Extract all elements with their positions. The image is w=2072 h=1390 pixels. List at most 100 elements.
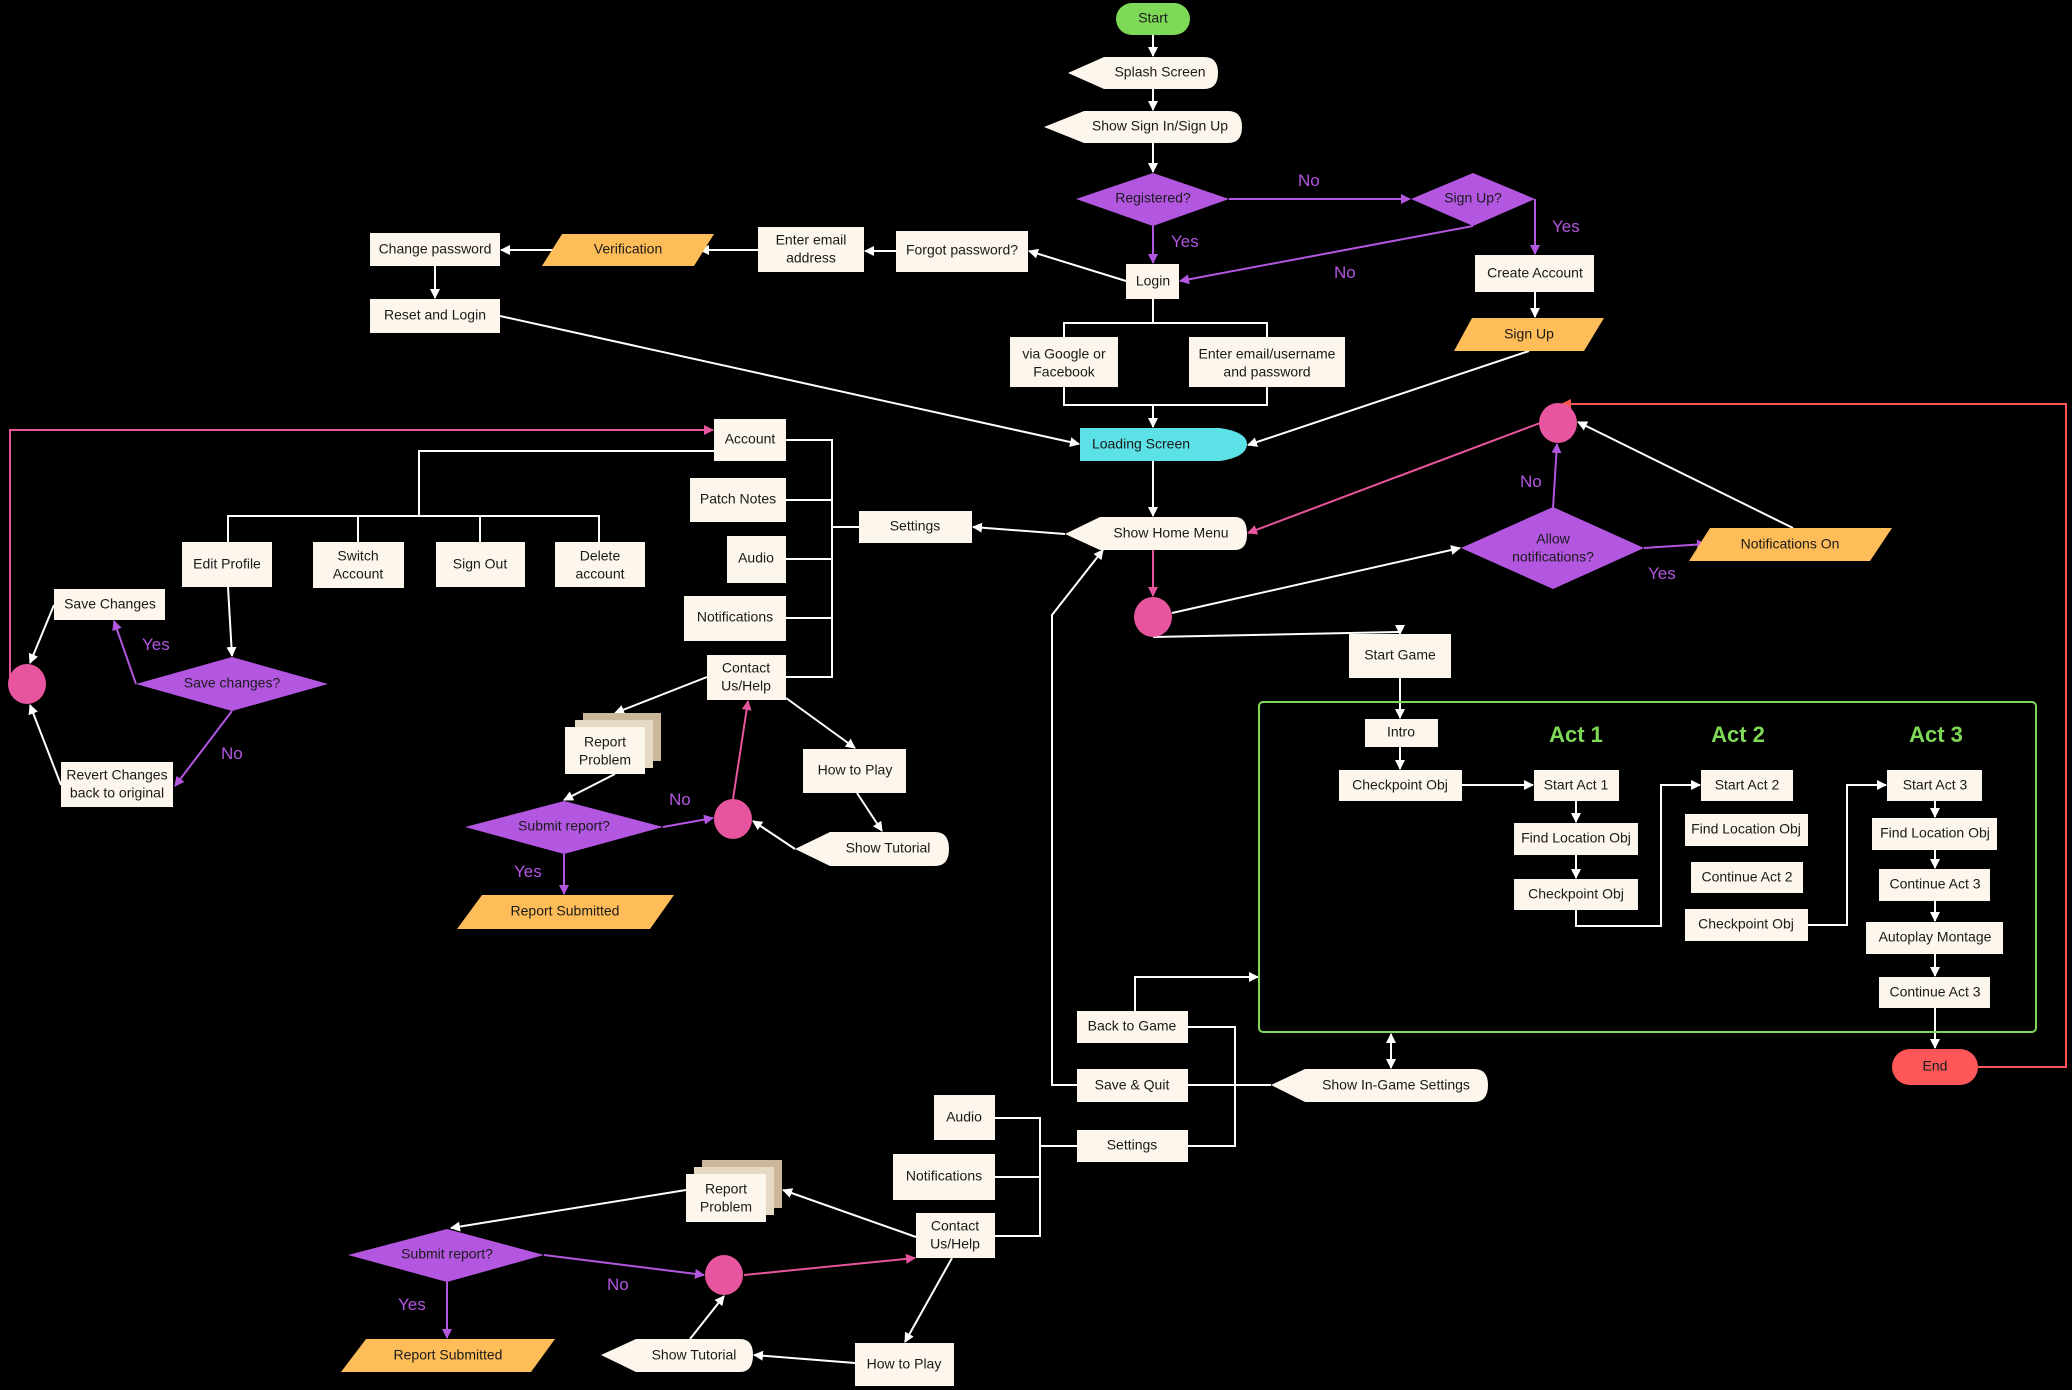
- edge-report-submit-bottom: [450, 1189, 687, 1232]
- autoplay-montage-process[interactable]: Autoplay Montage: [1866, 922, 2003, 954]
- show-tutorial-bottom-display[interactable]: Show Tutorial: [601, 1339, 753, 1372]
- delete-account-process[interactable]: Delete account: [555, 542, 645, 587]
- report-submitted-bottom-io[interactable]: Report Submitted: [341, 1339, 555, 1372]
- find-location1-process[interactable]: Find Location Obj: [1514, 823, 1638, 855]
- show-ingame-settings-display[interactable]: Show In-Game Settings: [1271, 1069, 1488, 1102]
- switch-account-process[interactable]: Switch Account: [313, 542, 404, 588]
- continue-act2-process[interactable]: Continue Act 2: [1691, 862, 1803, 893]
- edge-allow-no: [1551, 443, 1562, 509]
- start-act3-process[interactable]: Start Act 3: [1887, 770, 1982, 801]
- show-signin-display[interactable]: Show Sign In/Sign Up: [1044, 111, 1242, 143]
- audio-bottom-process[interactable]: Audio: [934, 1095, 995, 1140]
- checkpoint2-process[interactable]: Checkpoint Obj: [1685, 909, 1808, 941]
- intro-process[interactable]: Intro: [1365, 719, 1438, 747]
- back-to-game-process[interactable]: Back to Game: [1077, 1011, 1188, 1043]
- label-registered-no: No: [1298, 171, 1320, 190]
- show-home-menu-display[interactable]: Show Home Menu: [1065, 517, 1247, 550]
- allow-notifications-decision[interactable]: Allow notifications?: [1461, 507, 1644, 589]
- registered-decision[interactable]: Registered?: [1076, 173, 1229, 226]
- reset-login-process[interactable]: Reset and Login: [370, 299, 500, 333]
- via-google-process[interactable]: via Google or Facebook: [1010, 337, 1118, 387]
- save-changes-process[interactable]: Save Changes: [54, 589, 165, 620]
- svg-text:Report: Report: [705, 1181, 747, 1197]
- save-quit-process[interactable]: Save & Quit: [1077, 1069, 1188, 1102]
- end-terminal[interactable]: End: [1892, 1049, 1978, 1085]
- start-terminal[interactable]: Start: [1116, 3, 1190, 35]
- how-to-play-bottom-process[interactable]: How to Play: [855, 1343, 954, 1386]
- notifications-on-io[interactable]: Notifications On: [1689, 528, 1892, 561]
- start-act1-process[interactable]: Start Act 1: [1534, 770, 1619, 801]
- save-changes-decision[interactable]: Save changes?: [136, 657, 328, 711]
- label-notif-no: No: [1520, 472, 1542, 491]
- svg-text:Contact: Contact: [931, 1218, 979, 1234]
- contact-bottom-process[interactable]: Contact Us/Help: [916, 1213, 995, 1258]
- show-tutorial-top-display[interactable]: Show Tutorial: [795, 832, 949, 866]
- svg-text:Problem: Problem: [700, 1199, 752, 1215]
- svg-text:Account: Account: [725, 431, 776, 447]
- svg-text:Enter email/username: Enter email/username: [1199, 346, 1336, 362]
- checkpoint-intro-process[interactable]: Checkpoint Obj: [1339, 770, 1462, 801]
- account-process[interactable]: Account: [714, 419, 786, 461]
- act2-heading: Act 2: [1711, 722, 1765, 747]
- edge-home-settings: [972, 522, 1066, 535]
- login-process[interactable]: Login: [1126, 264, 1179, 299]
- svg-text:Show Tutorial: Show Tutorial: [846, 840, 931, 856]
- connector-home: [1134, 597, 1172, 637]
- enter-credentials-process[interactable]: Enter email/username and password: [1189, 337, 1345, 387]
- enter-email-process[interactable]: Enter email address: [758, 227, 864, 272]
- find-location3-process[interactable]: Find Location Obj: [1872, 818, 1997, 850]
- notifications-bottom-process[interactable]: Notifications: [893, 1154, 995, 1200]
- sign-out-process[interactable]: Sign Out: [436, 542, 525, 587]
- svg-text:Continue Act 2: Continue Act 2: [1701, 869, 1792, 885]
- svg-text:Enter email: Enter email: [776, 232, 847, 248]
- how-to-play-top-process[interactable]: How to Play: [803, 749, 906, 793]
- settings-bottom-process[interactable]: Settings: [1077, 1130, 1188, 1162]
- edge-submit-no: [662, 814, 714, 828]
- svg-text:Notifications On: Notifications On: [1741, 536, 1840, 552]
- signup-decision[interactable]: Sign Up?: [1411, 173, 1535, 226]
- label-signup-yes: Yes: [1552, 217, 1580, 236]
- report-problem-bottom-document[interactable]: Report Problem: [686, 1160, 782, 1222]
- submit-report-top-decision[interactable]: Submit report?: [465, 801, 663, 854]
- forgot-password-process[interactable]: Forgot password?: [896, 231, 1028, 272]
- signup-io[interactable]: Sign Up: [1454, 318, 1604, 351]
- edge-save-no: [174, 710, 233, 787]
- continue-act3b-process[interactable]: Continue Act 3: [1879, 977, 1990, 1008]
- continue-act3a-process[interactable]: Continue Act 3: [1879, 869, 1990, 901]
- edge-end-loop: [1561, 399, 2067, 1068]
- report-problem-top-document[interactable]: Report Problem: [565, 713, 661, 774]
- svg-text:Checkpoint Obj: Checkpoint Obj: [1528, 886, 1624, 902]
- contact-top-process[interactable]: Contact Us/Help: [707, 655, 786, 700]
- svg-text:Intro: Intro: [1387, 724, 1415, 740]
- patch-notes-process[interactable]: Patch Notes: [690, 478, 786, 522]
- svg-text:Start: Start: [1138, 10, 1168, 26]
- verification-io[interactable]: Verification: [542, 234, 714, 266]
- checkpoint1-process[interactable]: Checkpoint Obj: [1514, 879, 1638, 910]
- svg-text:Find Location Obj: Find Location Obj: [1880, 825, 1990, 841]
- svg-text:How to Play: How to Play: [818, 762, 893, 778]
- change-password-process[interactable]: Change password: [370, 233, 500, 266]
- svg-text:Us/Help: Us/Help: [721, 678, 771, 694]
- splash-screen-display[interactable]: Splash Screen: [1068, 57, 1218, 89]
- svg-text:Change password: Change password: [379, 241, 492, 257]
- edge-connector-startgame: [1152, 625, 1405, 638]
- loading-screen-delay[interactable]: Loading Screen: [1080, 428, 1247, 461]
- edge-reset-loading: [499, 315, 1080, 447]
- submit-report-bottom-decision[interactable]: Submit report?: [348, 1229, 544, 1282]
- settings-top-process[interactable]: Settings: [859, 511, 972, 543]
- report-submitted-top-io[interactable]: Report Submitted: [457, 895, 674, 929]
- start-act2-process[interactable]: Start Act 2: [1701, 770, 1793, 801]
- svg-text:Facebook: Facebook: [1033, 364, 1095, 380]
- edge-account-tree: [418, 450, 714, 516]
- edge-check2-act3: [1808, 780, 1887, 926]
- edit-profile-process[interactable]: Edit Profile: [182, 542, 272, 587]
- notifications-top-process[interactable]: Notifications: [684, 596, 786, 641]
- audio-top-process[interactable]: Audio: [727, 536, 786, 583]
- svg-text:Reset and Login: Reset and Login: [384, 307, 486, 323]
- revert-changes-process[interactable]: Revert Changes back to original: [61, 762, 173, 807]
- svg-text:Show Home Menu: Show Home Menu: [1113, 525, 1228, 541]
- svg-text:Edit Profile: Edit Profile: [193, 556, 261, 572]
- create-account-process[interactable]: Create Account: [1475, 255, 1594, 292]
- start-game-process[interactable]: Start Game: [1349, 634, 1451, 678]
- find-location2-process[interactable]: Find Location Obj: [1685, 814, 1808, 846]
